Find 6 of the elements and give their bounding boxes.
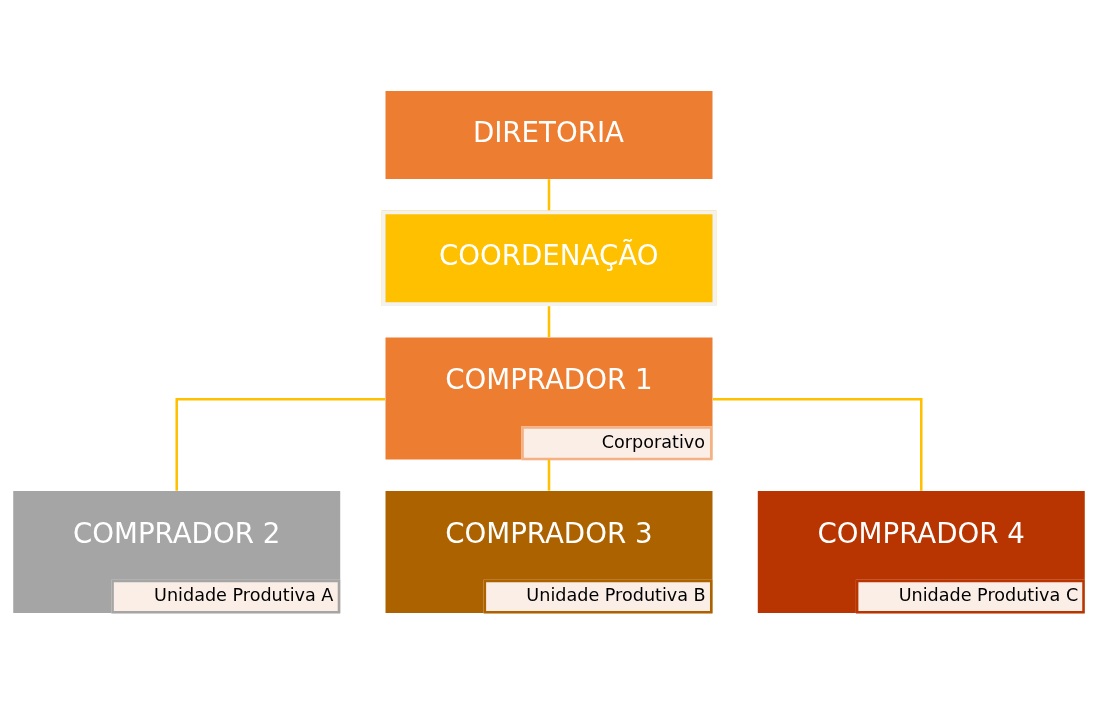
connector xyxy=(547,179,551,211)
connector xyxy=(175,397,386,491)
connector xyxy=(712,397,923,491)
connector xyxy=(547,459,551,491)
connector xyxy=(547,306,551,338)
node-box: DIRETORIA xyxy=(385,91,713,180)
